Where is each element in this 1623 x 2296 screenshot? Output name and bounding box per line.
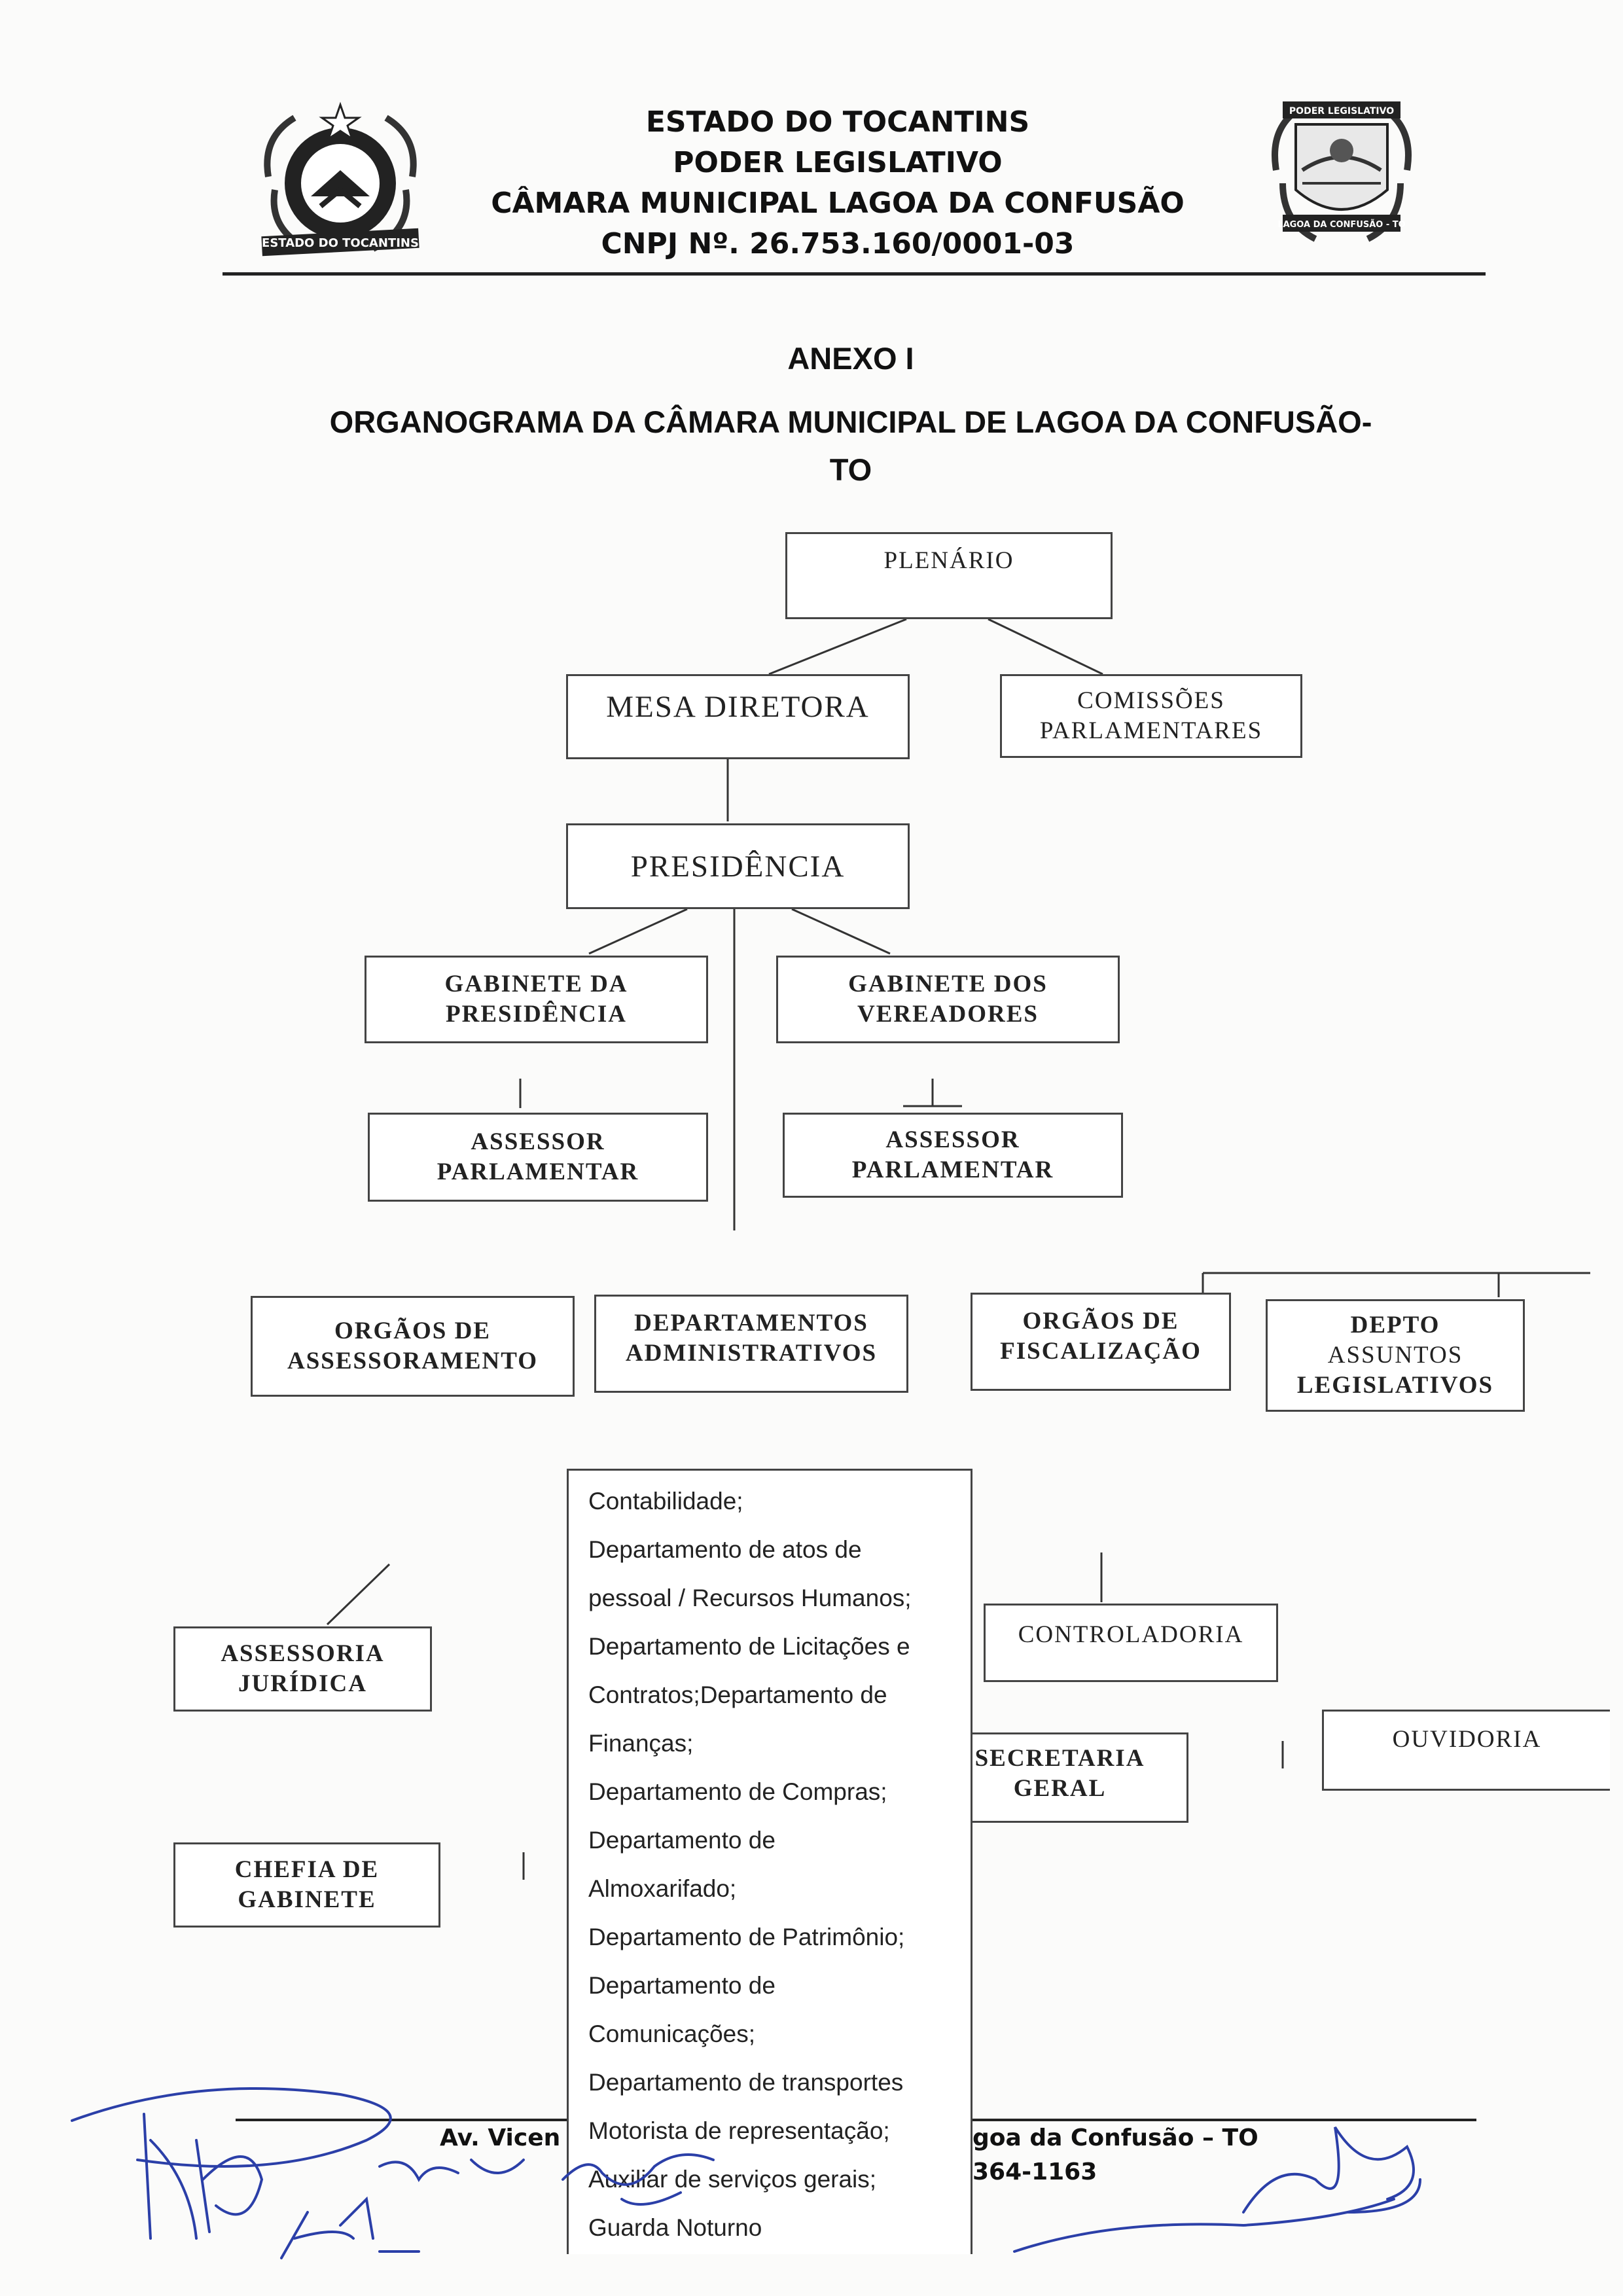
department-list-item: Departamento de Patrimônio; [588, 1924, 905, 1950]
department-list-item: Contratos;Departamento de [588, 1681, 887, 1708]
comissoes-label-1: COMISSÕES [1077, 687, 1225, 714]
secretaria-geral-box: SECRETARIA GERAL [972, 1732, 1188, 1823]
assessor-parlamentar-box-2: ASSESSOR PARLAMENTAR [783, 1113, 1123, 1198]
departamentos-label-2: ADMINISTRATIVOS [625, 1340, 878, 1367]
annex-label: ANEXO I [787, 341, 914, 376]
department-list-item: Departamento de Licitações e [588, 1633, 910, 1660]
departamentos-box: DEPARTAMENTOS ADMINISTRATIVOS [594, 1295, 908, 1393]
header-state: ESTADO DO TOCANTINS [645, 105, 1030, 139]
page-title-line1: ORGANOGRAMA DA CÂMARA MUNICIPAL DE LAGOA… [329, 404, 1372, 439]
gabinete-vereadores-label-2: VEREADORES [857, 1001, 1039, 1028]
footer-address-left: Av. Vicen [440, 2125, 561, 2151]
page-title-line2: TO [829, 452, 872, 487]
header-rule [223, 272, 1486, 276]
footer-address-right: goa da Confusão – TO [972, 2125, 1258, 2151]
orgaos-assessoramento-label-1: ORGÃOS DE [334, 1318, 491, 1344]
secretaria-label-2: GERAL [1013, 1775, 1107, 1802]
footer-rule-left [236, 2119, 567, 2121]
assessoria-juridica-label-2: JURÍDICA [238, 1670, 367, 1697]
right-seal-top-text: PODER LEGISLATIVO [1289, 106, 1394, 117]
department-list-item: Finanças; [588, 1730, 694, 1757]
departamentos-label-1: DEPARTAMENTOS [634, 1310, 868, 1336]
depto-legislativos-label-3: LEGISLATIVOS [1296, 1372, 1494, 1399]
orgaos-assessoramento-label-2: ASSESSORAMENTO [287, 1348, 539, 1374]
depto-assuntos-legislativos-box: DEPTO ASSUNTOS LEGISLATIVOS [1266, 1299, 1525, 1412]
gabinete-vereadores-box: GABINETE DOS VEREADORES [776, 956, 1120, 1043]
depto-legislativos-label-2: ASSUNTOS [1327, 1342, 1463, 1369]
chefia-gabinete-label-2: GABINETE [238, 1886, 376, 1913]
assessor1-label-2: PARLAMENTAR [437, 1158, 639, 1185]
ouvidoria-label: OUVIDORIA [1392, 1726, 1542, 1753]
assessor1-label-1: ASSESSOR [471, 1128, 605, 1155]
department-list-item: Comunicações; [588, 2020, 756, 2047]
department-list-item: Guarda Noturno [588, 2214, 762, 2241]
gabinete-presidencia-label-2: PRESIDÊNCIA [446, 1001, 627, 1028]
department-list-item: Departamento de [588, 1972, 776, 1999]
department-list-item: Departamento de atos de [588, 1536, 862, 1563]
footer-phone: 364-1163 [972, 2159, 1097, 2185]
presidencia-box: PRESIDÊNCIA [566, 823, 910, 909]
department-list-item: Departamento de transportes [588, 2069, 904, 2096]
gabinete-vereadores-label-1: GABINETE DOS [848, 971, 1048, 997]
camara-municipal-seal: PODER LEGISLATIVO LAGOA DA CONFUSÃO - TO [1272, 101, 1412, 242]
footer-rule-right [972, 2119, 1476, 2121]
assessoria-juridica-box: ASSESSORIA JURÍDICA [173, 1626, 432, 1712]
department-list-item: Auxiliar de serviços gerais; [588, 2166, 877, 2193]
department-list-item: Contabilidade; [588, 1488, 743, 1515]
assessoria-juridica-label-1: ASSESSORIA [221, 1640, 385, 1667]
assessor2-label-2: PARLAMENTAR [851, 1157, 1054, 1183]
assessor2-label-1: ASSESSOR [885, 1126, 1020, 1153]
gabinete-presidencia-label-1: GABINETE DA [444, 971, 628, 997]
mesa-diretora-label: MESA DIRETORA [606, 690, 870, 724]
header-chamber: CÂMARA MUNICIPAL LAGOA DA CONFUSÃO [491, 187, 1185, 220]
left-seal-text: ESTADO DO TOCANTINS [262, 236, 419, 250]
header-cnpj: CNPJ Nº. 26.753.160/0001-03 [601, 227, 1075, 260]
orgaos-fiscalizacao-box: ORGÃOS DE FISCALIZAÇÃO [971, 1293, 1231, 1391]
secretaria-label-1: SECRETARIA [974, 1745, 1145, 1772]
ouvidoria-box: OUVIDORIA [1322, 1710, 1610, 1791]
tocantins-state-seal: ESTADO DO TOCANTINS [261, 101, 419, 257]
department-list-item: Almoxarifado; [588, 1875, 737, 1902]
department-list-item: Motorista de representação; [588, 2117, 890, 2144]
orgaos-fiscalizacao-label-1: ORGÃOS DE [1022, 1308, 1179, 1335]
comissoes-label-2: PARLAMENTARES [1039, 717, 1263, 744]
depto-legislativos-label-1: DEPTO [1350, 1312, 1440, 1338]
comissoes-box: COMISSÕES PARLAMENTARES [1000, 674, 1302, 758]
presidencia-label: PRESIDÊNCIA [630, 849, 846, 884]
plenario-box: PLENÁRIO [785, 532, 1113, 619]
chefia-gabinete-box: CHEFIA DE GABINETE [173, 1842, 440, 1928]
department-list-item: Departamento de Compras; [588, 1778, 887, 1805]
orgaos-assessoramento-box: ORGÃOS DE ASSESSORAMENTO [251, 1296, 575, 1397]
gabinete-presidencia-box: GABINETE DA PRESIDÊNCIA [365, 956, 708, 1043]
plenario-label: PLENÁRIO [883, 547, 1014, 574]
chefia-gabinete-label-1: CHEFIA DE [234, 1856, 380, 1883]
department-list-item: pessoal / Recursos Humanos; [588, 1585, 912, 1611]
assessor-parlamentar-box-1: ASSESSOR PARLAMENTAR [368, 1113, 708, 1202]
header-power: PODER LEGISLATIVO [673, 146, 1003, 179]
departments-list: Contabilidade; Departamento de atos de pes… [567, 1469, 972, 2254]
department-list-item: Departamento de [588, 1827, 776, 1854]
controladoria-label: CONTROLADORIA [1018, 1621, 1244, 1648]
orgaos-fiscalizacao-label-2: FISCALIZAÇÃO [1000, 1338, 1202, 1365]
controladoria-box: CONTROLADORIA [984, 1604, 1278, 1682]
right-seal-bottom-text: LAGOA DA CONFUSÃO - TO [1277, 219, 1405, 230]
mesa-diretora-box: MESA DIRETORA [566, 674, 910, 759]
